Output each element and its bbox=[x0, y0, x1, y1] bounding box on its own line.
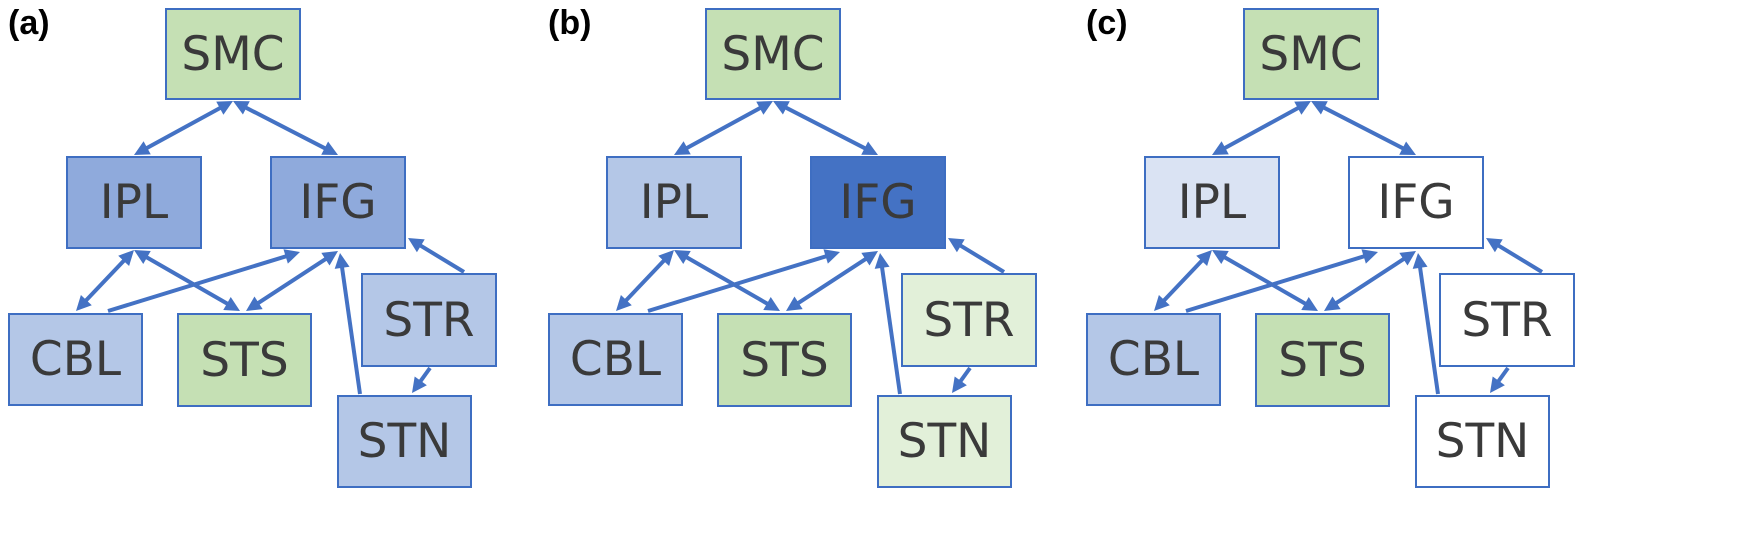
edge-cbl-ifg bbox=[1185, 253, 1370, 313]
node-sts: STS bbox=[717, 313, 852, 407]
edge-str-ifg bbox=[955, 241, 1006, 274]
edge-ipl-cbl bbox=[1159, 255, 1207, 306]
edge-layer bbox=[76, 101, 466, 395]
edge-ipl-cbl bbox=[81, 255, 129, 306]
arrowhead bbox=[861, 141, 878, 155]
arrowhead bbox=[1361, 249, 1378, 264]
arrowhead bbox=[1486, 238, 1503, 253]
arrowhead bbox=[134, 141, 151, 155]
node-stn: STN bbox=[1415, 395, 1550, 488]
edge-stn-ifg bbox=[339, 262, 362, 395]
arrowhead bbox=[216, 101, 233, 115]
edge-sts-ifg bbox=[253, 254, 331, 308]
edge-ipl-cbl bbox=[621, 255, 669, 306]
node-ifg: IFG bbox=[1348, 156, 1484, 249]
node-ifg: IFG bbox=[810, 156, 946, 249]
edge-layer bbox=[616, 101, 1006, 395]
arrowhead bbox=[233, 101, 250, 115]
arrowhead bbox=[823, 249, 840, 264]
node-str: STR bbox=[361, 273, 497, 367]
edge-stn-ifg bbox=[879, 262, 902, 395]
node-ifg: IFG bbox=[270, 156, 406, 249]
node-cbl: CBL bbox=[548, 313, 683, 406]
arrowhead bbox=[1301, 297, 1318, 311]
node-ipl: IPL bbox=[1144, 156, 1280, 249]
arrowhead bbox=[1212, 141, 1229, 155]
panel-label: (b) bbox=[548, 4, 592, 42]
arrowhead bbox=[408, 238, 425, 253]
edge-stn-ifg bbox=[1417, 262, 1440, 395]
panel-label: (a) bbox=[8, 4, 50, 42]
arrowhead bbox=[874, 253, 890, 269]
arrowhead bbox=[134, 250, 151, 264]
node-str: STR bbox=[1439, 273, 1575, 367]
arrowhead bbox=[76, 294, 92, 311]
arrowhead bbox=[861, 251, 878, 266]
arrowhead bbox=[1399, 251, 1416, 266]
edge-str-ifg bbox=[415, 241, 466, 274]
arrowhead bbox=[246, 296, 263, 311]
arrowhead bbox=[223, 297, 240, 311]
arrowhead bbox=[1490, 376, 1505, 393]
edge-smc-ifg bbox=[240, 103, 331, 153]
arrowhead bbox=[1154, 294, 1170, 311]
arrowhead bbox=[283, 249, 300, 264]
edge-ipl-sts bbox=[1219, 253, 1311, 308]
edge-cbl-ifg bbox=[647, 253, 832, 313]
edge-layer bbox=[1154, 101, 1544, 395]
panel-b: (b) SMC IPL IFG CBL STS STR STN bbox=[540, 0, 1100, 556]
arrowhead bbox=[763, 297, 780, 311]
node-ipl: IPL bbox=[606, 156, 742, 249]
node-sts: STS bbox=[177, 313, 312, 407]
node-cbl: CBL bbox=[8, 313, 143, 406]
arrowhead bbox=[674, 141, 691, 155]
arrowhead bbox=[1324, 296, 1341, 311]
arrowhead bbox=[412, 376, 427, 393]
edge-ipl-sts bbox=[681, 253, 773, 308]
node-stn: STN bbox=[877, 395, 1012, 488]
node-smc: SMC bbox=[1243, 8, 1379, 100]
arrowhead bbox=[118, 250, 134, 267]
arrowhead bbox=[321, 141, 338, 155]
node-smc: SMC bbox=[165, 8, 301, 100]
arrowhead bbox=[321, 251, 338, 266]
edge-smc-ifg bbox=[1318, 103, 1409, 153]
arrowhead bbox=[334, 253, 350, 269]
node-smc: SMC bbox=[705, 8, 841, 100]
panel-label: (c) bbox=[1086, 4, 1128, 42]
node-stn: STN bbox=[337, 395, 472, 488]
edge-smc-ipl bbox=[681, 104, 766, 152]
node-str: STR bbox=[901, 273, 1037, 367]
arrowhead bbox=[948, 238, 965, 253]
edge-cbl-ifg bbox=[107, 253, 292, 313]
edge-sts-ifg bbox=[793, 254, 871, 308]
panel-c: (c) SMC IPL IFG CBL STS STR STN bbox=[1078, 0, 1638, 556]
arrowhead bbox=[1196, 250, 1212, 267]
arrowhead bbox=[773, 101, 790, 115]
arrowhead bbox=[786, 296, 803, 311]
arrowhead bbox=[952, 376, 967, 393]
edge-str-ifg bbox=[1493, 241, 1544, 274]
edge-smc-ipl bbox=[141, 104, 226, 152]
arrowhead bbox=[1294, 101, 1311, 115]
node-ipl: IPL bbox=[66, 156, 202, 249]
arrowhead bbox=[1399, 141, 1416, 155]
arrowhead bbox=[1212, 250, 1229, 264]
edge-smc-ipl bbox=[1219, 104, 1304, 152]
node-cbl: CBL bbox=[1086, 313, 1221, 406]
arrowhead bbox=[658, 250, 674, 267]
node-sts: STS bbox=[1255, 313, 1390, 407]
panel-a: (a) SMC IPL IFG CBL STS STR STN bbox=[0, 0, 560, 556]
arrowhead bbox=[674, 250, 691, 264]
arrowhead bbox=[616, 294, 632, 311]
arrowhead bbox=[1412, 253, 1428, 269]
edge-smc-ifg bbox=[780, 103, 871, 153]
edge-ipl-sts bbox=[141, 253, 233, 308]
edge-sts-ifg bbox=[1331, 254, 1409, 308]
arrowhead bbox=[756, 101, 773, 115]
arrowhead bbox=[1311, 101, 1328, 115]
